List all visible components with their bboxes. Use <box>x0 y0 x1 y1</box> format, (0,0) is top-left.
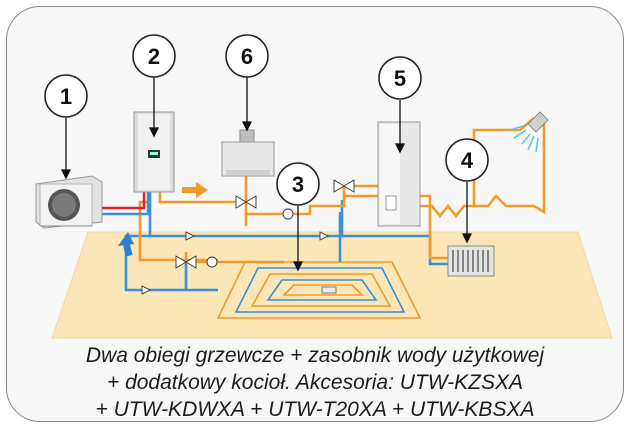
callout-number: 2 <box>148 44 160 69</box>
floor-heating-loop <box>216 261 422 319</box>
flow-arrow-orange <box>182 182 208 198</box>
callout-number: 3 <box>292 172 304 197</box>
floor-outline <box>51 231 613 339</box>
callout-circle <box>378 56 422 100</box>
callout-circle <box>445 138 489 182</box>
callout-4: 4 <box>445 138 489 182</box>
refrigerant-lines <box>100 188 150 216</box>
callout-number: 1 <box>60 84 72 109</box>
callout-circle <box>132 34 176 78</box>
flow-arrow-blue <box>118 232 134 257</box>
callout-2: 2 <box>132 34 176 78</box>
cold-pipes <box>124 192 448 292</box>
diagram-caption: Dwa obiegi grzewcze + zasobnik wody użyt… <box>0 342 630 423</box>
callout-number: 5 <box>394 66 406 91</box>
pump-floor-icon <box>206 256 218 268</box>
callout-1: 1 <box>44 74 88 118</box>
caption-line-1: Dwa obiegi grzewcze + zasobnik wody użyt… <box>85 344 545 367</box>
water-tank <box>377 121 421 227</box>
callout-number: 4 <box>461 148 474 173</box>
check-valve-icon <box>141 231 330 295</box>
caption-line-3: + UTW-KDWXA + UTW-T20XA + UTW-KBSXA <box>95 398 535 421</box>
callout-circle <box>276 162 320 206</box>
callout-leaders <box>60 74 473 272</box>
shower-head-icon <box>509 111 549 153</box>
mixing-valve-floor-icon <box>175 255 197 269</box>
callout-3: 3 <box>276 162 320 206</box>
caption-line-2: + dodatkowy kocioł. Akcesoria: UTW-KZSXA <box>106 371 524 394</box>
callout-number: 6 <box>241 44 253 69</box>
mixing-valve-icon <box>235 195 257 209</box>
boiler <box>221 129 275 177</box>
callout-5: 5 <box>378 56 422 100</box>
callout-6: 6 <box>225 34 269 78</box>
three-way-valve-icon <box>333 179 355 193</box>
callout-circle <box>225 34 269 78</box>
radiator <box>447 245 495 277</box>
outdoor-unit <box>35 175 103 229</box>
pump-icon <box>282 208 294 220</box>
callout-circle <box>44 74 88 118</box>
